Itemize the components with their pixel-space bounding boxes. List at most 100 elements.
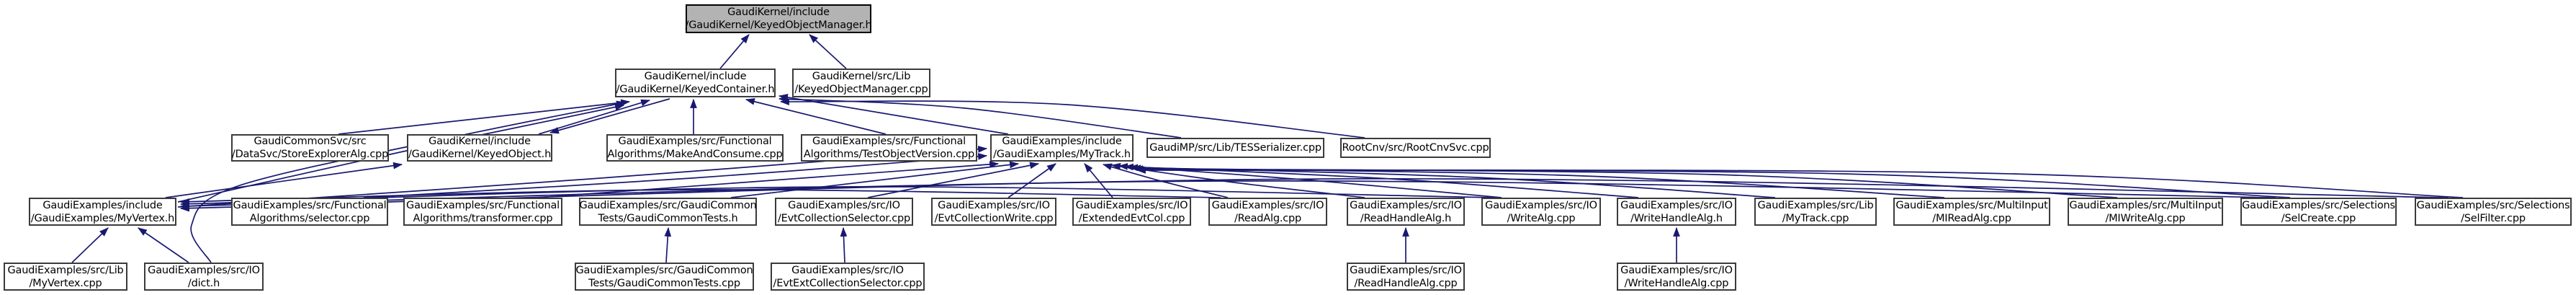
node-label-line: /dict.h — [187, 277, 220, 289]
node-label-line: /SelCreate.cpp — [2281, 212, 2356, 224]
node-label-line: /EvtCollectionWrite.cpp — [934, 212, 1054, 224]
node-label-line: GaudiExamples/src/GaudiCommon — [579, 199, 757, 211]
node-label-line: /ReadHandleAlg.cpp — [1354, 277, 1458, 289]
edge-myvertex_h-to-keyedcontainer — [177, 103, 625, 203]
edge-myvertex_h-to-keyedobject — [165, 162, 403, 198]
node-label-line: GaudiExamples/src/IO — [1350, 264, 1462, 276]
edge-mytrack_h-to-keyedcontainer — [778, 94, 1009, 135]
node-readhandlealg_cpp[interactable]: GaudiExamples/src/IO/ReadHandleAlg.cpp — [1347, 263, 1465, 291]
node-mireadalg[interactable]: GaudiExamples/src/MultiInput/MIReadAlg.c… — [1893, 198, 2050, 226]
node-myvertex_cpp[interactable]: GaudiExamples/src/Lib/MyVertex.cpp — [4, 263, 127, 291]
node-label-line: GaudiExamples/include — [1002, 136, 1122, 147]
node-label-line: GaudiKernel/include — [428, 136, 531, 147]
edge-evtcolwrite-to-mytrack_h — [1007, 163, 1056, 198]
node-label-line: GaudiExamples/src/Selections — [2416, 199, 2570, 211]
node-label-line: GaudiExamples/src/IO — [1211, 199, 1324, 211]
node-evtcolwrite[interactable]: GaudiExamples/src/IO/EvtCollectionWrite.… — [931, 198, 1056, 226]
node-keyedobject[interactable]: GaudiKernel/include/GaudiKernel/KeyedObj… — [407, 134, 552, 162]
node-label-line: GaudiExamples/src/IO — [1620, 199, 1733, 211]
node-label-line: /GaudiExamples/MyTrack.h — [993, 149, 1131, 160]
node-selcreate[interactable]: GaudiExamples/src/Selections/SelCreate.c… — [2240, 198, 2397, 226]
node-mytrack_h[interactable]: GaudiExamples/include/GaudiExamples/MyTr… — [990, 134, 1134, 162]
node-label-line: GaudiKernel/include — [727, 6, 830, 18]
node-label-line: /WriteAlg.cpp — [1507, 212, 1576, 224]
edge-rootcnvsvc-to-keyedcontainer — [779, 98, 1365, 138]
edge-tesserializer-to-keyedcontainer — [778, 95, 1182, 138]
node-selfilter[interactable]: GaudiExamples/src/Selections/SelFilter.c… — [2415, 198, 2572, 226]
node-dict[interactable]: GaudiExamples/src/IO/dict.h — [144, 263, 264, 291]
edge-gct_cpp-to-gct_h — [664, 226, 672, 263]
edge-testobjectversion-to-keyedcontainer — [745, 98, 887, 135]
node-label-line: GaudiCommonSvc/src — [253, 136, 367, 147]
node-label-line: Tests/GaudiCommonTests.cpp — [588, 277, 740, 289]
node-label-line: GaudiExamples/src/Lib — [1757, 199, 1874, 211]
node-miwritealg[interactable]: GaudiExamples/src/MultiInput/MIWriteAlg.… — [2068, 198, 2223, 226]
node-label-line: GaudiExamples/src/IO — [1350, 199, 1462, 211]
node-label-line: /GaudiKernel/KeyedContainer.h — [616, 84, 775, 95]
node-writehandlealg_h[interactable]: GaudiExamples/src/IO/WriteHandleAlg.h — [1617, 198, 1736, 226]
node-readalg[interactable]: GaudiExamples/src/IO/ReadAlg.cpp — [1208, 198, 1327, 226]
edge-dict-to-myvertex_h — [138, 227, 189, 263]
node-label-line: /MIReadAlg.cpp — [1932, 212, 2011, 224]
node-label-line: /ReadHandleAlg.h — [1360, 212, 1452, 224]
node-label-line: GaudiExamples/src/IO — [788, 199, 900, 211]
node-label-line: /DataSvc/StoreExplorerAlg.cpp — [231, 149, 389, 160]
node-label-line: GaudiExamples/src/IO — [1620, 264, 1733, 276]
node-storeexplorer[interactable]: GaudiCommonSvc/src/DataSvc/StoreExplorer… — [231, 134, 389, 162]
node-label-line: GaudiKernel/src/Lib — [812, 71, 911, 82]
edge-keyedcontainer-to-root — [719, 34, 750, 69]
node-label-line: /KeyedObjectManager.cpp — [794, 84, 928, 95]
node-rootcnvsvc[interactable]: RootCnv/src/RootCnvSvc.cpp — [1340, 138, 1491, 158]
node-label-line: /ReadAlg.cpp — [1234, 212, 1302, 224]
node-label-line: /GaudiExamples/MyVertex.h — [30, 212, 175, 224]
node-mytrack_cpp[interactable]: GaudiExamples/src/Lib/MyTrack.cpp — [1754, 198, 1877, 226]
edge-gct_h-to-mytrack_h — [730, 161, 1020, 198]
node-label-line: GaudiExamples/src/Functional — [618, 136, 772, 147]
node-label-line: Algorithms/TestObjectVersion.cpp — [803, 149, 975, 160]
node-label-line: GaudiExamples/src/IO — [1075, 199, 1188, 211]
node-label-line: GaudiExamples/src/Functional — [233, 199, 387, 211]
node-writealg[interactable]: GaudiExamples/src/IO/WriteAlg.cpp — [1481, 198, 1601, 226]
node-writehandlealg_cpp[interactable]: GaudiExamples/src/IO/WriteHandleAlg.cpp — [1617, 263, 1736, 291]
node-label-line: /MIWriteAlg.cpp — [2105, 212, 2186, 224]
node-label-line: /ExtendedEvtCol.cpp — [1078, 212, 1185, 224]
edge-storeexplorer-to-keyedcontainer — [338, 99, 631, 135]
node-label-line: Algorithms/MakeAndConsume.cpp — [607, 149, 783, 160]
node-label-line: /GaudiKernel/KeyedObject.h — [408, 149, 552, 160]
node-label-line: /SelFilter.cpp — [2461, 212, 2526, 224]
node-kom_cpp[interactable]: GaudiKernel/src/Lib/KeyedObjectManager.c… — [792, 69, 930, 97]
node-root: GaudiKernel/include/GaudiKernel/KeyedObj… — [686, 4, 872, 33]
node-evtcolsel[interactable]: GaudiExamples/src/IO/EvtCollectionSelect… — [775, 198, 913, 226]
node-evtextcolsel[interactable]: GaudiExamples/src/IO/EvtExtCollectionSel… — [771, 263, 925, 291]
node-label-line: GaudiExamples/src/GaudiCommon — [575, 264, 753, 276]
node-label-line: Algorithms/selector.cpp — [249, 212, 370, 224]
node-extevtcol[interactable]: GaudiExamples/src/IO/ExtendedEvtCol.cpp — [1072, 198, 1191, 226]
node-label-line: GaudiExamples/src/Functional — [406, 199, 560, 211]
edge-transformer-to-mytrack_h — [536, 161, 1000, 198]
node-label-line: GaudiKernel/include — [644, 71, 747, 82]
node-label-line: RootCnv/src/RootCnvSvc.cpp — [1342, 142, 1489, 154]
node-label-line: GaudiExamples/src/IO — [791, 264, 904, 276]
node-label-line: GaudiExamples/src/Selections — [2242, 199, 2395, 211]
node-label-line: /WriteHandleAlg.h — [1630, 212, 1723, 224]
node-label-line: GaudiExamples/src/IO — [1485, 199, 1597, 211]
node-label-line: /MyTrack.cpp — [1782, 212, 1849, 224]
node-keyedcontainer[interactable]: GaudiKernel/include/GaudiKernel/KeyedCon… — [615, 69, 776, 97]
node-label-line: GaudiExamples/include — [42, 199, 163, 211]
node-label-line: Tests/GaudiCommonTests.h — [598, 212, 738, 224]
node-readhandlealg_h[interactable]: GaudiExamples/src/IO/ReadHandleAlg.h — [1347, 198, 1465, 226]
node-label-line: /WriteHandleAlg.cpp — [1624, 277, 1729, 289]
node-tesserializer[interactable]: GaudiMP/src/Lib/TESSerializer.cpp — [1146, 138, 1324, 158]
node-label-line: GaudiExamples/src/MultiInput — [2069, 199, 2222, 211]
node-label-line: /EvtCollectionSelector.cpp — [777, 212, 911, 224]
edge-extevtcol-to-mytrack_h — [1084, 163, 1113, 198]
node-myvertex_h[interactable]: GaudiExamples/include/GaudiExamples/MyVe… — [29, 198, 176, 226]
edge-evtextcolsel-to-evtcolsel — [840, 226, 848, 263]
